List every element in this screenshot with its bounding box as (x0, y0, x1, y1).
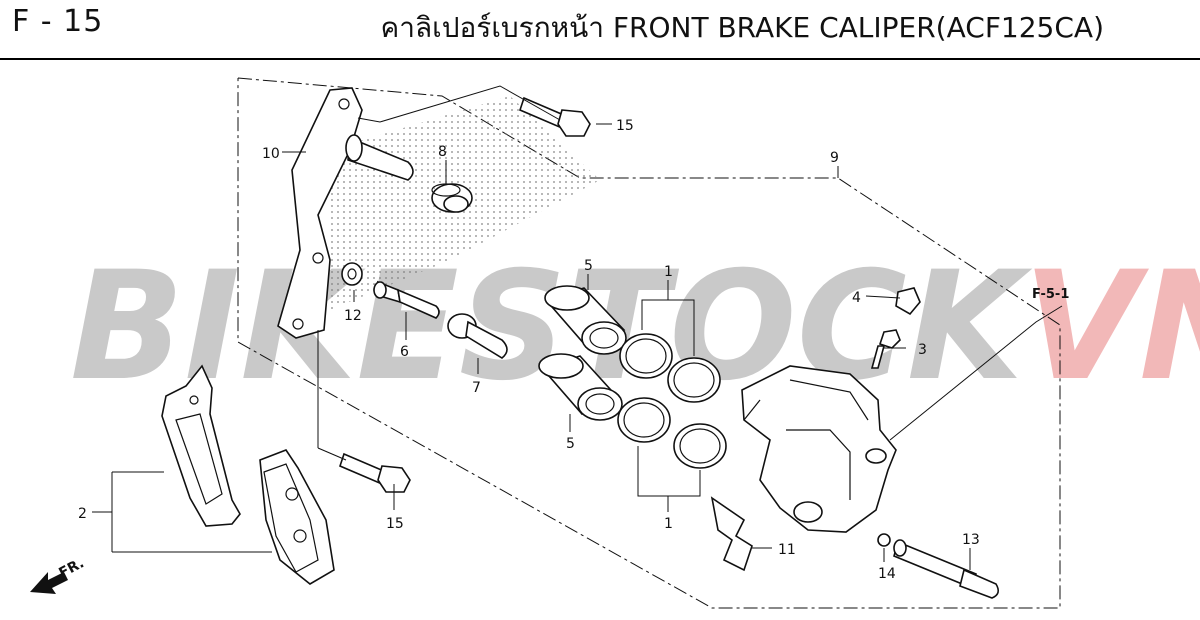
bolt-part-15-upper (519, 96, 591, 137)
callout-9: 7 (472, 380, 481, 396)
bolt-part-15-lower (339, 452, 411, 493)
front-direction-arrow-icon (30, 572, 68, 594)
callout-2: 2 (78, 506, 87, 522)
reference-label: F-5-1 (1032, 287, 1069, 302)
caliper-body-part-11 (741, 365, 897, 533)
pin-part-8 (373, 280, 440, 319)
bracket-part-12 (277, 87, 414, 339)
callout-15-upper: 15 (616, 118, 634, 134)
cap-part-4 (895, 287, 921, 316)
callout-1-upper: 1 (664, 264, 673, 280)
callout-11: 9 (830, 150, 839, 166)
header-rule (0, 58, 1200, 60)
watermark-text: BIKESTOCKVN (70, 240, 1200, 414)
callout-10: 8 (438, 144, 447, 160)
pin-part-9 (447, 313, 508, 359)
clip-part-7 (877, 533, 891, 547)
callout-12: 10 (262, 146, 280, 162)
callout-7: 14 (878, 566, 896, 582)
callout-1-lower: 1 (664, 516, 673, 532)
spring-part-6 (710, 496, 753, 572)
leader-lines (92, 85, 1063, 570)
callout-14: 12 (344, 308, 362, 324)
pin-part-13 (893, 539, 1000, 599)
washer-part-14 (341, 262, 363, 286)
callout-13: 13 (962, 532, 980, 548)
watermark-part-a: BIKESTOCK (70, 240, 1033, 414)
callout-15-lower: 15 (386, 516, 404, 532)
pads-part-2 (161, 364, 335, 585)
piston-part-5-upper (544, 285, 627, 355)
callout-5-lower: 5 (566, 436, 575, 452)
callout-3: 3 (918, 342, 927, 358)
page-code: F - 15 (12, 4, 104, 39)
callout-8: 6 (400, 344, 409, 360)
bleeder-part-3 (870, 329, 901, 369)
callout-6: 11 (778, 542, 796, 558)
page-title: คาลิเปอร์เบรกหน้า FRONT BRAKE CALIPER(AC… (380, 11, 1104, 44)
piston-part-5-lower (538, 353, 623, 421)
callout-5-upper: 5 (584, 258, 593, 274)
seals-part-1 (617, 333, 727, 469)
watermark-part-b: VN (1023, 240, 1200, 414)
boot-part-10 (431, 183, 473, 213)
callout-4: 4 (852, 290, 861, 306)
front-direction-label: FR. (56, 555, 86, 581)
